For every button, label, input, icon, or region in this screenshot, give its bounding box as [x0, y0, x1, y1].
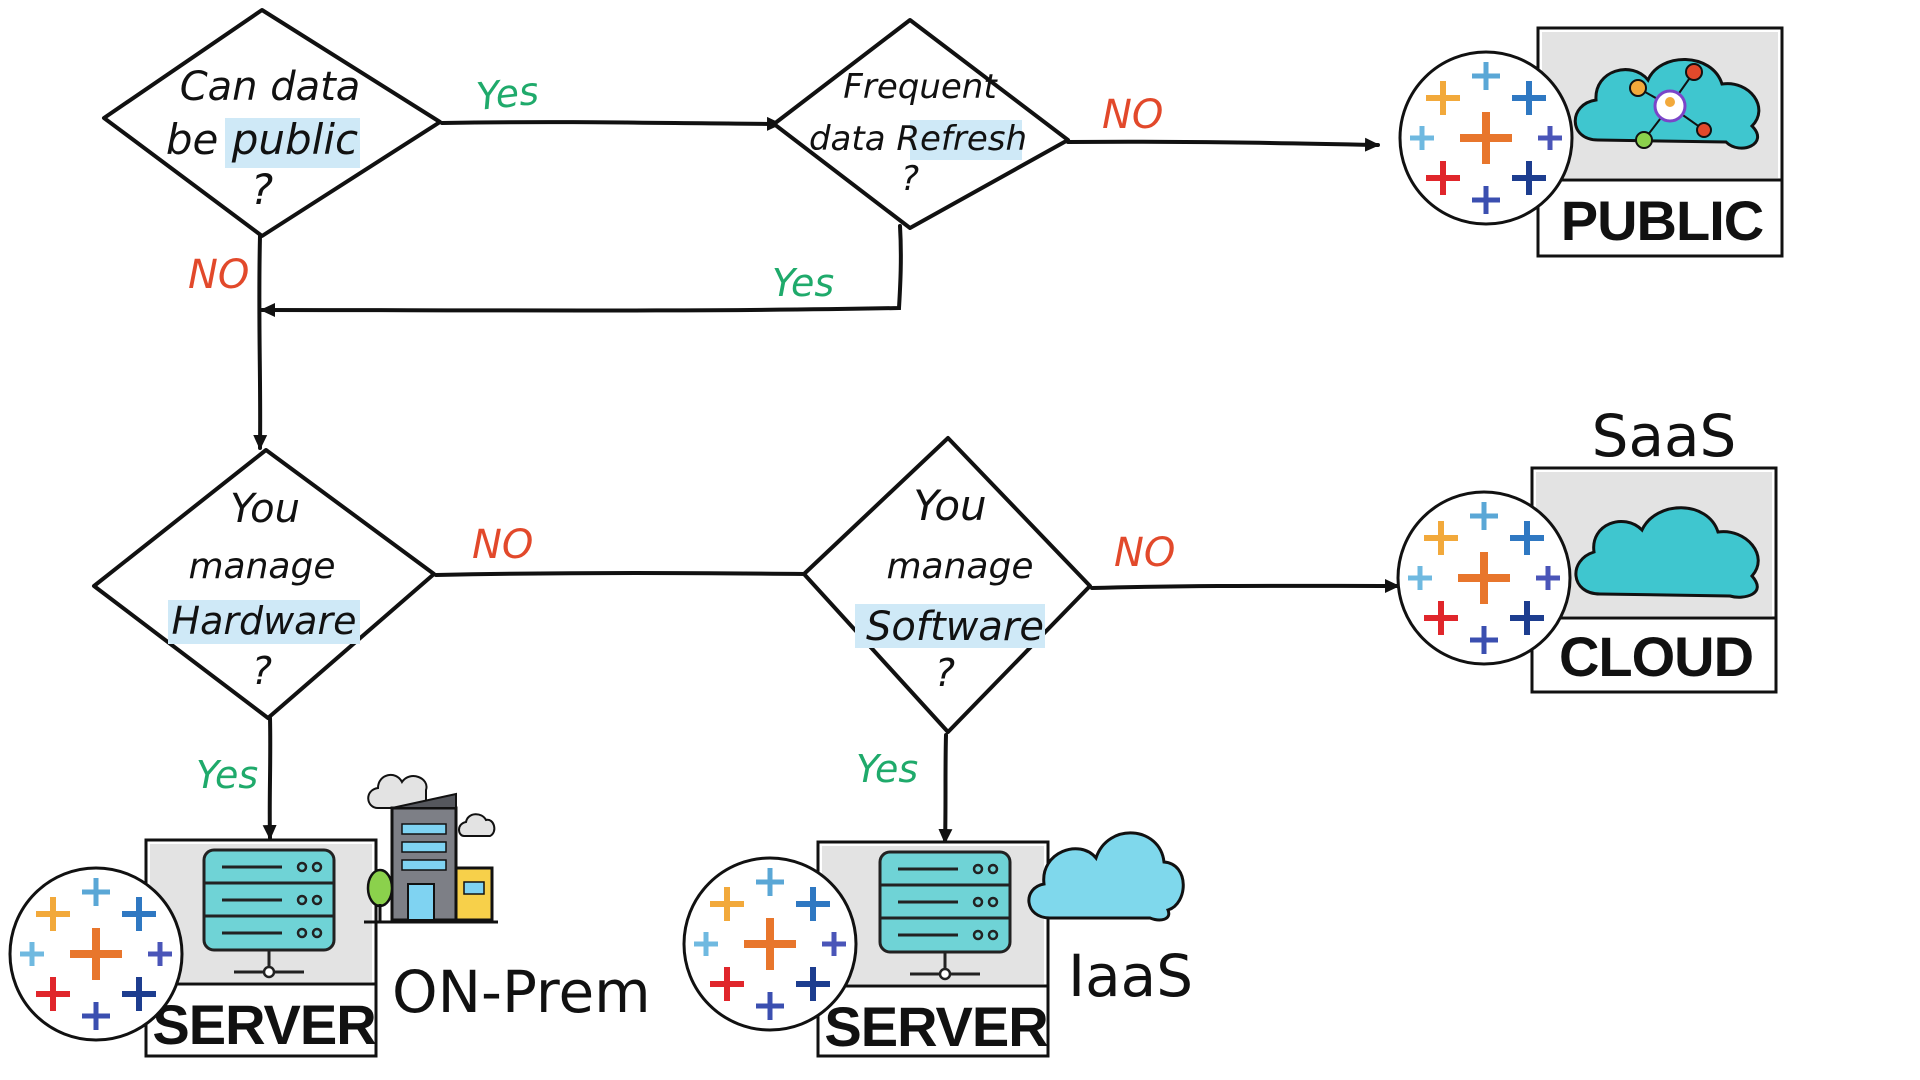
edge-refresh-to-public-outcome	[1066, 137, 1380, 152]
label-refresh-no: NO	[1102, 92, 1163, 138]
decision-public-line2: be public	[166, 115, 358, 164]
decision-frequent-data-refresh: Frequent data Refresh ?	[772, 18, 1070, 230]
outcome-cloud: SaaS CLOUD	[1530, 402, 1778, 694]
decision-refresh-line2: data Refresh	[809, 119, 1027, 159]
decision-refresh-line1: Frequent	[843, 67, 998, 107]
cloud-icon	[1027, 831, 1185, 922]
outcome-public-label: PUBLIC	[1561, 189, 1763, 252]
outcome-onprem-caption: ON-Prem	[392, 958, 651, 1026]
decision-software-line4: ?	[935, 651, 955, 695]
label-hardware-yes: Yes	[196, 753, 258, 797]
edge-labels: Yes NO NO Yes NO Yes NO Yes	[188, 69, 1175, 797]
edge-software-to-cloud	[1090, 578, 1400, 593]
outcome-cloud-label: CLOUD	[1559, 625, 1753, 688]
decision-software-line3: Software	[866, 604, 1044, 650]
decision-public-line1: Can data	[180, 64, 361, 110]
outcome-server-iaas: SERVER IaaS	[816, 831, 1193, 1058]
decision-refresh-line3: ?	[901, 159, 919, 199]
edge-hardware-to-software	[434, 571, 808, 577]
decision-hardware-line3: Hardware	[172, 599, 357, 643]
label-public-no: NO	[188, 252, 249, 298]
edge-hardware-yes-down	[262, 716, 277, 840]
tableau-logo-icon	[1400, 52, 1572, 224]
decision-hardware-line1: You	[230, 486, 300, 532]
label-software-yes: Yes	[856, 747, 918, 791]
decision-manage-hardware: You manage Hardware ?	[92, 448, 436, 720]
office-building-icon	[364, 773, 498, 924]
cloud-network-icon	[1573, 58, 1761, 150]
tableau-logo-icon	[10, 868, 182, 1040]
label-hardware-no: NO	[472, 522, 533, 568]
edge-software-yes-down	[938, 733, 953, 844]
tableau-logo-icon	[684, 858, 856, 1030]
decision-can-data-be-public: Can data be public ?	[102, 8, 442, 238]
label-software-no: NO	[1114, 530, 1175, 576]
decision-software-line1: You	[913, 481, 986, 530]
decision-hardware-line2: manage	[188, 546, 335, 587]
outcome-onprem-label: SERVER	[152, 993, 376, 1056]
decision-manage-software: You manage Software ?	[802, 436, 1092, 734]
outcome-iaas-caption: IaaS	[1068, 942, 1193, 1010]
tableau-logo-icon	[1398, 492, 1570, 664]
connectors	[253, 116, 1400, 844]
edge-public-to-refresh	[440, 116, 782, 131]
outcome-cloud-caption: SaaS	[1592, 402, 1737, 470]
outcome-server-onprem: SERVER ON-Prem	[144, 773, 651, 1058]
edge-public-no-down	[253, 234, 268, 450]
decision-public-line3: ?	[251, 165, 273, 214]
outcome-iaas-label: SERVER	[824, 995, 1048, 1058]
decision-hardware-line4: ?	[252, 649, 272, 693]
decision-software-line2: manage	[886, 546, 1033, 587]
edge-refresh-yes-return	[260, 224, 903, 318]
cloud-icon	[1574, 506, 1760, 599]
label-refresh-yes: Yes	[772, 261, 834, 305]
label-public-yes: Yes	[474, 69, 540, 119]
outcome-public: PUBLIC	[1536, 26, 1784, 258]
